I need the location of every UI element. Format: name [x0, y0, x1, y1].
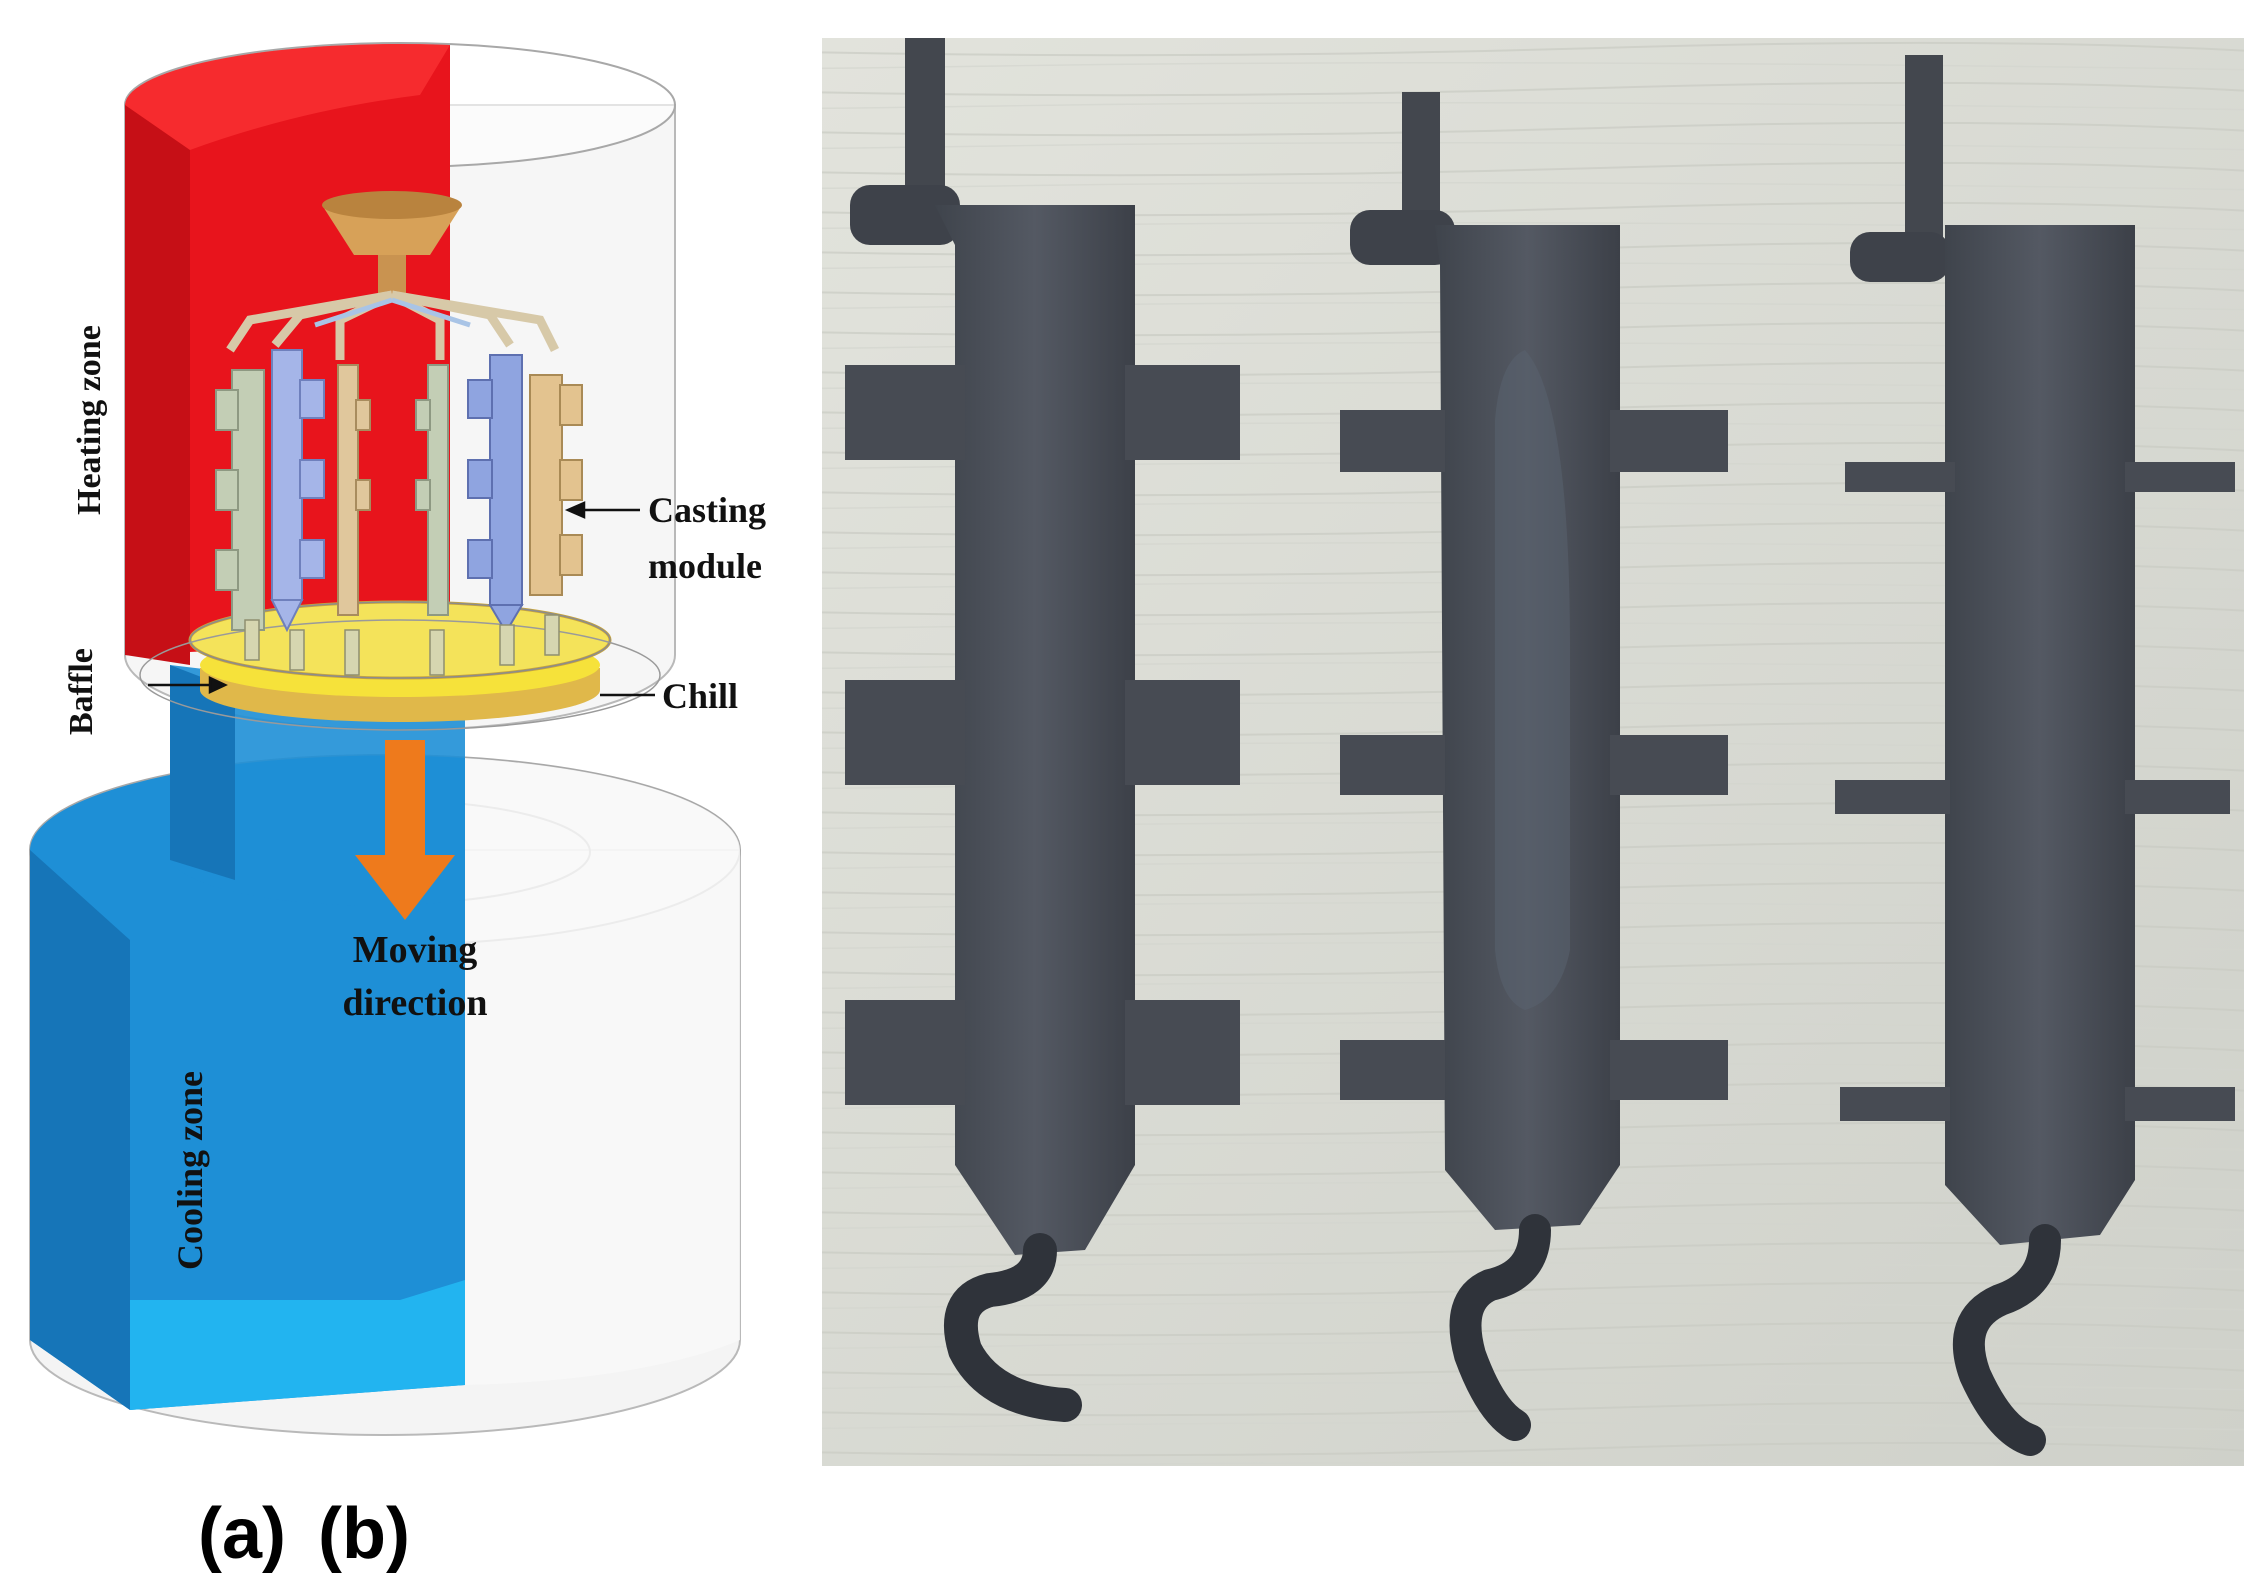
blade-4 — [415, 364, 449, 616]
casting-module-label-line2: module — [648, 546, 762, 586]
heating-wall-edge — [125, 105, 190, 665]
pouring-cup — [322, 205, 462, 255]
caption-a: (a) — [198, 1494, 286, 1574]
moving-direction-arrow — [355, 740, 455, 920]
casting-sample-3 — [1835, 55, 2235, 1456]
panel-a-furnace-schematic: Heating zone Casting module Baffle Chill… — [29, 42, 766, 1436]
cooling-wall — [30, 755, 465, 1410]
moving-direction-label-line1: Moving — [353, 929, 478, 971]
blade-2 — [270, 349, 325, 633]
leader-lines — [148, 501, 655, 697]
moving-direction-label-line2: direction — [343, 982, 488, 1024]
caption-b: (b) — [318, 1494, 410, 1574]
casting-module-label-line1: Casting — [648, 490, 766, 530]
casting-sample-1 — [845, 38, 1240, 1422]
cooling-wall-bottom — [130, 1280, 465, 1410]
cooling-zone-label: Cooling zone — [170, 1071, 210, 1270]
heating-zone-label: Heating zone — [71, 325, 108, 515]
casting-module — [215, 191, 583, 676]
baffle-label: Baffle — [63, 648, 100, 735]
blade-5 — [467, 354, 524, 634]
blade-3 — [337, 364, 371, 616]
chill-label: Chill — [662, 676, 738, 716]
blade-6 — [529, 374, 583, 596]
casting-sample-2 — [1340, 92, 1728, 1441]
blade-1 — [215, 369, 265, 631]
cooling-cylinder — [29, 665, 741, 1436]
panel-b-casting-photo — [822, 38, 2244, 1466]
